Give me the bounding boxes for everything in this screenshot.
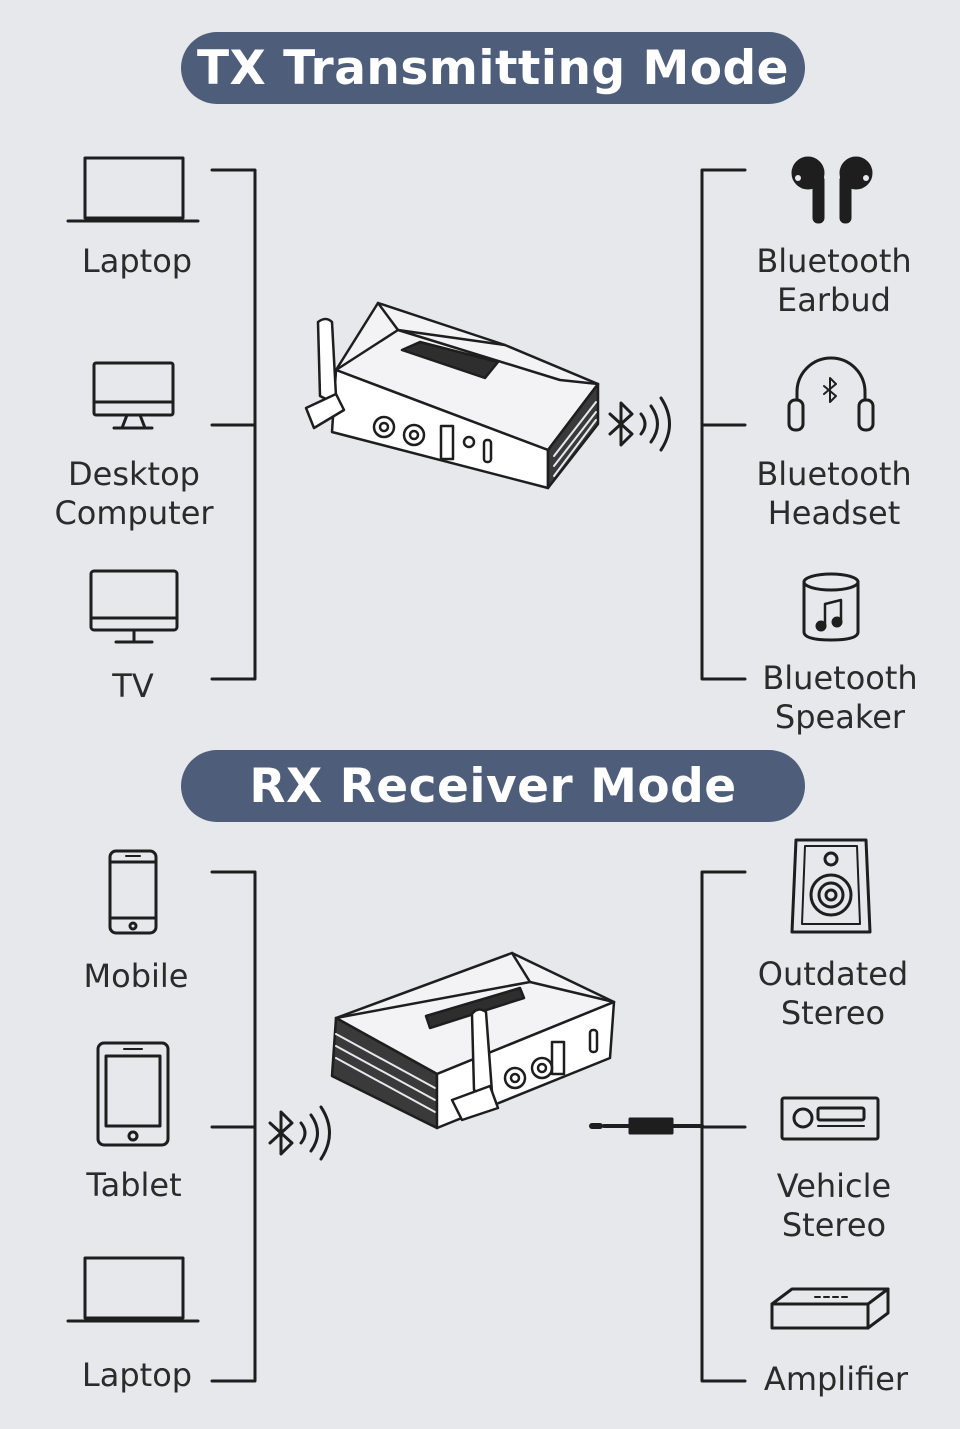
aux-cable-icon <box>589 1117 704 1135</box>
tx-mode-title: TX Transmitting Mode <box>196 40 790 96</box>
transmitter-device <box>304 301 600 490</box>
laptop-icon-rx <box>66 1256 200 1323</box>
rx-label-amplifier: Amplifier <box>763 1360 909 1398</box>
bluetooth-signal-icon-rx <box>268 1105 331 1161</box>
transmitter-device-rx <box>330 951 616 1130</box>
tv-icon <box>89 569 179 644</box>
tx-mode-banner: TX Transmitting Mode <box>181 32 805 104</box>
rx-mode-title: RX Receiver Mode <box>249 758 737 814</box>
tx-left-bracket <box>210 168 257 681</box>
car-stereo-icon <box>780 1096 880 1141</box>
rx-label-tablet: Tablet <box>86 1166 182 1204</box>
desktop-icon <box>92 361 175 430</box>
rx-label-mobile: Mobile <box>83 957 189 995</box>
tx-label-tv: TV <box>112 667 154 705</box>
laptop-icon <box>66 156 200 223</box>
earbuds-icon <box>791 156 873 224</box>
bluetooth-signal-icon <box>608 396 671 452</box>
speaker-icon <box>802 572 860 642</box>
amplifier-icon <box>770 1287 890 1330</box>
tx-label-laptop: Laptop <box>81 242 193 280</box>
headset-icon <box>787 356 875 432</box>
rx-label-laptop: Laptop <box>81 1356 193 1394</box>
rx-mode-banner: RX Receiver Mode <box>181 750 805 822</box>
tx-right-bracket <box>700 168 747 681</box>
rx-right-bracket <box>700 870 747 1383</box>
rx-left-bracket <box>210 870 257 1383</box>
tablet-icon <box>96 1041 170 1147</box>
stereo-speaker-icon <box>790 838 872 934</box>
mobile-icon <box>108 849 158 935</box>
